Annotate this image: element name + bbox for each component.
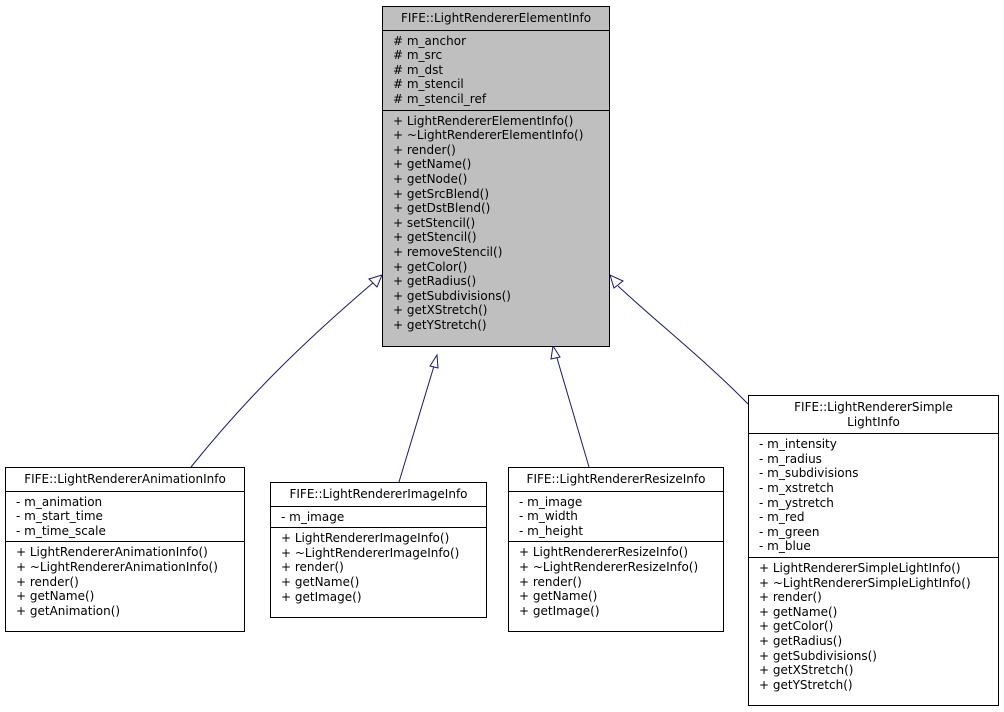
method-item: + getName() xyxy=(393,157,472,172)
class-name: FIFE::LightRendererElementInfo xyxy=(400,11,592,25)
method-item: + getColor() xyxy=(393,259,468,274)
method-item: + getName() xyxy=(759,604,838,619)
method-item: + getYStretch() xyxy=(393,317,487,332)
attribute-item: - m_red xyxy=(759,510,805,525)
edge-image-to-base xyxy=(398,365,435,483)
method-item: + LightRendererElementInfo() xyxy=(393,113,574,128)
method-item: + removeStencil() xyxy=(393,244,503,259)
attribute-item: # m_src xyxy=(393,48,443,63)
edge-animation-to-base xyxy=(190,281,375,468)
attribute-item: - m_radius xyxy=(759,451,822,466)
method-item: + render() xyxy=(519,574,582,589)
method-item: + getAnimation() xyxy=(16,603,121,618)
attribute-item: - m_width xyxy=(519,509,578,524)
attribute-item: - m_animation xyxy=(16,494,103,509)
method-item: + ~LightRendererSimpleLightInfo() xyxy=(759,575,971,590)
class-base[interactable]: FIFE::LightRendererElementInfo # m_ancho… xyxy=(382,6,610,347)
method-item: + getImage() xyxy=(519,603,600,618)
attribute-item: # m_stencil_ref xyxy=(393,91,487,106)
class-base-attributes: # m_anchor# m_src# m_dst# m_stencil# m_s… xyxy=(383,29,609,110)
class-resize-title: FIFE::LightRendererResizeInfo xyxy=(509,468,723,491)
method-item: + ~LightRendererElementInfo() xyxy=(393,128,584,143)
method-item: + ~LightRendererResizeInfo() xyxy=(519,559,699,574)
class-animation-attributes: - m_animation- m_start_time- m_time_scal… xyxy=(6,490,244,542)
method-item: + ~LightRendererImageInfo() xyxy=(281,545,460,560)
attribute-item: - m_intensity xyxy=(759,437,837,452)
attribute-item: - m_subdivisions xyxy=(759,466,859,481)
class-base-title: FIFE::LightRendererElementInfo xyxy=(383,7,609,30)
method-item: + getName() xyxy=(16,589,95,604)
attribute-item: - m_height xyxy=(519,523,584,538)
class-image-attributes: - m_image xyxy=(271,505,486,528)
class-animation[interactable]: FIFE::LightRendererAnimationInfo - m_ani… xyxy=(5,467,245,632)
class-animation-title: FIFE::LightRendererAnimationInfo xyxy=(6,468,244,491)
method-item: + LightRendererAnimationInfo() xyxy=(16,545,208,560)
arrowhead-simple xyxy=(609,274,624,289)
class-animation-methods: + LightRendererAnimationInfo()+ ~LightRe… xyxy=(6,541,244,621)
method-item: + getYStretch() xyxy=(759,677,853,692)
class-resize-methods: + LightRendererResizeInfo()+ ~LightRende… xyxy=(509,541,723,621)
method-item: + getNode() xyxy=(393,171,468,186)
attribute-item: - m_blue xyxy=(759,539,811,554)
edge-resize-to-base xyxy=(556,357,590,468)
class-simple-attributes: - m_intensity- m_radius- m_subdivisions-… xyxy=(749,433,998,557)
method-item: + setStencil() xyxy=(393,215,476,230)
method-item: + getDstBlend() xyxy=(393,201,491,216)
method-item: + getSubdivisions() xyxy=(393,288,511,303)
class-resize-attributes: - m_image- m_width- m_height xyxy=(509,490,723,542)
attribute-item: - m_ystretch xyxy=(759,495,834,510)
arrowhead-animation xyxy=(368,274,383,288)
method-item: + getColor() xyxy=(759,619,834,634)
class-name: FIFE::LightRendererAnimationInfo xyxy=(24,472,226,486)
method-item: + getXStretch() xyxy=(393,303,488,318)
attribute-item: - m_xstretch xyxy=(759,480,834,495)
class-name: LightInfo xyxy=(847,414,900,429)
arrowhead-image xyxy=(429,353,439,369)
attribute-item: # m_stencil xyxy=(393,77,464,92)
attribute-item: - m_image xyxy=(281,509,345,524)
class-name: FIFE::LightRendererResizeInfo xyxy=(526,472,706,486)
class-name: FIFE::LightRendererSimple xyxy=(794,400,953,414)
class-name: FIFE::LightRendererImageInfo xyxy=(289,487,468,501)
method-item: + ~LightRendererAnimationInfo() xyxy=(16,559,218,574)
attribute-item: - m_green xyxy=(759,524,820,539)
method-item: + LightRendererImageInfo() xyxy=(281,531,450,546)
method-item: + getName() xyxy=(519,589,598,604)
class-simple-methods: + LightRendererSimpleLightInfo()+ ~Light… xyxy=(749,556,998,695)
method-item: + LightRendererResizeInfo() xyxy=(519,545,689,560)
class-resize[interactable]: FIFE::LightRendererResizeInfo - m_image-… xyxy=(508,467,724,632)
arrowhead-resize xyxy=(550,344,561,360)
method-item: + getStencil() xyxy=(393,230,477,245)
attribute-item: # m_dst xyxy=(393,62,444,77)
method-item: + render() xyxy=(393,142,456,157)
method-item: + getName() xyxy=(281,574,360,589)
edge-simple-to-base xyxy=(617,285,749,405)
class-image-methods: + LightRendererImageInfo()+ ~LightRender… xyxy=(271,527,486,607)
method-item: + getSrcBlend() xyxy=(393,186,489,201)
method-item: + getRadius() xyxy=(393,274,477,289)
method-item: + LightRendererSimpleLightInfo() xyxy=(759,560,961,575)
attribute-item: - m_start_time xyxy=(16,509,103,524)
class-image[interactable]: FIFE::LightRendererImageInfo - m_image +… xyxy=(270,482,487,618)
method-item: + render() xyxy=(759,590,822,605)
method-item: + render() xyxy=(281,560,344,575)
method-item: + render() xyxy=(16,574,79,589)
attribute-item: # m_anchor xyxy=(393,33,466,48)
class-image-title: FIFE::LightRendererImageInfo xyxy=(271,483,486,506)
attribute-item: - m_time_scale xyxy=(16,523,106,538)
attribute-item: - m_image xyxy=(519,494,583,509)
method-item: + getRadius() xyxy=(759,633,843,648)
method-item: + getSubdivisions() xyxy=(759,648,877,663)
method-item: + getXStretch() xyxy=(759,663,854,678)
method-item: + getImage() xyxy=(281,589,362,604)
class-base-methods: + LightRendererElementInfo()+ ~LightRend… xyxy=(383,109,609,336)
